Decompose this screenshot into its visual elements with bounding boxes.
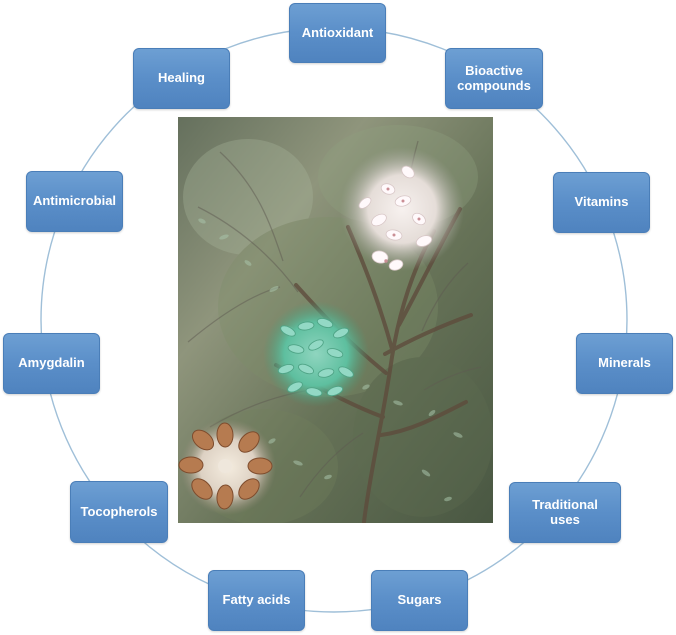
node-healing-label: Healing (158, 70, 205, 86)
node-tocopherols-label: Tocopherols (80, 503, 158, 519)
node-vitamins-label: Vitamins (574, 194, 629, 210)
node-antioxidant: Antioxidant (289, 3, 386, 63)
node-traditional-uses: Traditional uses (509, 482, 621, 543)
node-traditional-uses-label: Traditional uses (532, 496, 598, 527)
node-amygdalin: Amygdalin (3, 333, 100, 394)
node-antimicrobial-label: Antimicrobial (32, 193, 117, 209)
node-tocopherols: Tocopherols (70, 481, 168, 543)
node-sugars: Sugars (371, 570, 468, 631)
node-sugars-label: Sugars (397, 592, 442, 608)
node-fatty-acids: Fatty acids (208, 570, 305, 631)
node-bioactive-compounds-label: Bioactive compounds (457, 62, 531, 93)
node-healing: Healing (133, 48, 230, 109)
node-antioxidant-label: Antioxidant (301, 24, 374, 40)
node-vitamins: Vitamins (553, 172, 650, 233)
node-minerals: Minerals (576, 333, 673, 394)
node-antimicrobial: Antimicrobial (26, 171, 123, 232)
node-fatty-acids-label: Fatty acids (222, 592, 291, 608)
node-bioactive-compounds: Bioactive compounds (445, 48, 543, 109)
node-minerals-label: Minerals (598, 355, 651, 371)
almond-tree-photo (178, 117, 493, 523)
node-amygdalin-label: Amygdalin (18, 355, 85, 371)
